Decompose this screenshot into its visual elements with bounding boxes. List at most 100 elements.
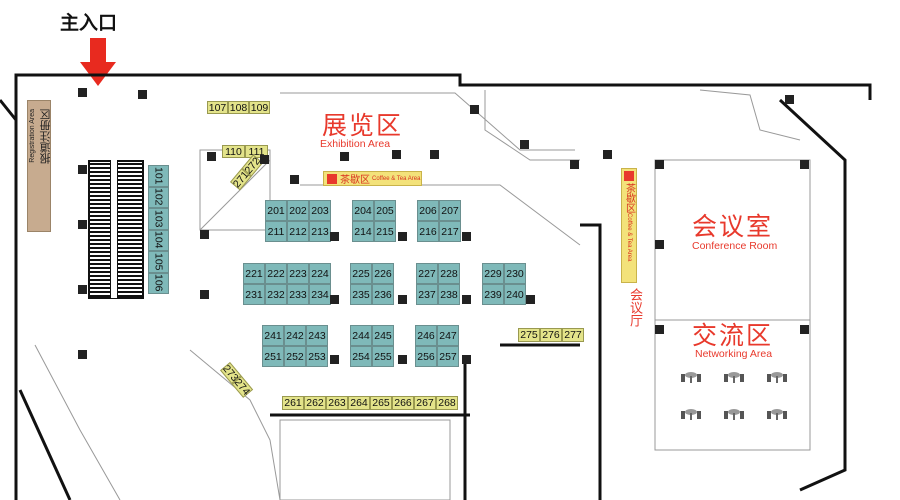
booth-201[interactable]: 201 bbox=[265, 200, 287, 221]
booth-221[interactable]: 221 bbox=[243, 263, 265, 284]
booth-217[interactable]: 217 bbox=[439, 221, 461, 242]
booth-216[interactable]: 216 bbox=[417, 221, 439, 242]
booth-204[interactable]: 204 bbox=[352, 200, 374, 221]
booth-253[interactable]: 253 bbox=[306, 346, 328, 367]
exhibition-area-label-cn: 展览区 bbox=[322, 112, 404, 140]
pillar bbox=[330, 232, 339, 241]
booth-239[interactable]: 239 bbox=[482, 284, 504, 305]
booth-236[interactable]: 236 bbox=[372, 284, 394, 305]
booth-234[interactable]: 234 bbox=[309, 284, 331, 305]
registration-label-en: Registration Area bbox=[29, 109, 36, 163]
booth-238[interactable]: 238 bbox=[438, 284, 460, 305]
pillar bbox=[785, 95, 794, 104]
booth-263[interactable]: 263 bbox=[326, 396, 348, 410]
networking-area-label-en: Networking Area bbox=[695, 348, 773, 360]
conference-room-label-cn: 会议室 bbox=[692, 213, 774, 241]
table-chairs-icon bbox=[681, 372, 701, 383]
booth-104[interactable]: 104 bbox=[148, 229, 169, 251]
booth-230[interactable]: 230 bbox=[504, 263, 526, 284]
booth-237[interactable]: 237 bbox=[416, 284, 438, 305]
booth-213[interactable]: 213 bbox=[309, 221, 331, 242]
pillar bbox=[330, 355, 339, 364]
booth-266[interactable]: 266 bbox=[392, 396, 414, 410]
coffee-area-vertical: 茶歇区 Coffee & Tea Area bbox=[621, 168, 637, 283]
booth-205[interactable]: 205 bbox=[374, 200, 396, 221]
booth-106[interactable]: 106 bbox=[148, 272, 169, 294]
booth-233[interactable]: 233 bbox=[287, 284, 309, 305]
booth-244[interactable]: 244 bbox=[350, 325, 372, 346]
booth-110[interactable]: 110 bbox=[222, 145, 245, 158]
booth-241[interactable]: 241 bbox=[262, 325, 284, 346]
pillar bbox=[398, 295, 407, 304]
booth-214[interactable]: 214 bbox=[352, 221, 374, 242]
booth-215[interactable]: 215 bbox=[374, 221, 396, 242]
booth-102[interactable]: 102 bbox=[148, 186, 169, 208]
table-chairs-icon bbox=[767, 409, 787, 420]
booth-207[interactable]: 207 bbox=[439, 200, 461, 221]
booth-240[interactable]: 240 bbox=[504, 284, 526, 305]
coffee-label-en: Coffee & Tea Area bbox=[626, 213, 632, 262]
booth-252[interactable]: 252 bbox=[284, 346, 306, 367]
pillar bbox=[78, 165, 87, 174]
exhibition-area-label-en: Exhibition Area bbox=[320, 138, 391, 150]
booth-223[interactable]: 223 bbox=[287, 263, 309, 284]
booth-211[interactable]: 211 bbox=[265, 221, 287, 242]
booth-206[interactable]: 206 bbox=[417, 200, 439, 221]
booth-105[interactable]: 105 bbox=[148, 251, 169, 273]
booth-275[interactable]: 275 bbox=[518, 328, 540, 342]
booth-202[interactable]: 202 bbox=[287, 200, 309, 221]
coffee-area-horizontal: 茶歇区 Coffee & Tea Area bbox=[323, 171, 422, 186]
booth-227[interactable]: 227 bbox=[416, 263, 438, 284]
booth-225[interactable]: 225 bbox=[350, 263, 372, 284]
pillar bbox=[330, 295, 339, 304]
booth-231[interactable]: 231 bbox=[243, 284, 265, 305]
booth-256[interactable]: 256 bbox=[415, 346, 437, 367]
booth-247[interactable]: 247 bbox=[437, 325, 459, 346]
booth-228[interactable]: 228 bbox=[438, 263, 460, 284]
booth-267[interactable]: 267 bbox=[414, 396, 436, 410]
booth-261[interactable]: 261 bbox=[282, 396, 304, 410]
booth-226[interactable]: 226 bbox=[372, 263, 394, 284]
pillar bbox=[207, 152, 216, 161]
booth-265[interactable]: 265 bbox=[370, 396, 392, 410]
booth-251[interactable]: 251 bbox=[262, 346, 284, 367]
booth-203[interactable]: 203 bbox=[309, 200, 331, 221]
pillar bbox=[655, 160, 664, 169]
booth-243[interactable]: 243 bbox=[306, 325, 328, 346]
pillar bbox=[470, 105, 479, 114]
booth-229[interactable]: 229 bbox=[482, 263, 504, 284]
pillar bbox=[340, 152, 349, 161]
booth-257[interactable]: 257 bbox=[437, 346, 459, 367]
pillar bbox=[462, 232, 471, 241]
booth-108[interactable]: 108 bbox=[228, 101, 249, 114]
pillar bbox=[430, 150, 439, 159]
booth-222[interactable]: 222 bbox=[265, 263, 287, 284]
booth-235[interactable]: 235 bbox=[350, 284, 372, 305]
booth-255[interactable]: 255 bbox=[372, 346, 394, 367]
booth-107[interactable]: 107 bbox=[207, 101, 228, 114]
table-chairs-icon bbox=[767, 372, 787, 383]
booth-245[interactable]: 245 bbox=[372, 325, 394, 346]
booth-242[interactable]: 242 bbox=[284, 325, 306, 346]
table-chairs-icon bbox=[681, 409, 701, 420]
booth-264[interactable]: 264 bbox=[348, 396, 370, 410]
coffee-label-cn: 茶歇区 bbox=[623, 183, 635, 213]
booth-262[interactable]: 262 bbox=[304, 396, 326, 410]
booth-254[interactable]: 254 bbox=[350, 346, 372, 367]
booth-246[interactable]: 246 bbox=[415, 325, 437, 346]
booth-109[interactable]: 109 bbox=[249, 101, 270, 114]
booth-224[interactable]: 224 bbox=[309, 263, 331, 284]
booth-268[interactable]: 268 bbox=[436, 396, 458, 410]
coffee-label-en: Coffee & Tea Area bbox=[372, 175, 421, 182]
pillar bbox=[603, 150, 612, 159]
booth-277[interactable]: 277 bbox=[562, 328, 584, 342]
pillar bbox=[570, 160, 579, 169]
pillar bbox=[520, 140, 529, 149]
booth-276[interactable]: 276 bbox=[540, 328, 562, 342]
main-entrance-label: 主入口 bbox=[60, 13, 118, 34]
booth-101[interactable]: 101 bbox=[148, 165, 169, 187]
registration-label-cn: 报道注册区 bbox=[40, 109, 52, 164]
booth-212[interactable]: 212 bbox=[287, 221, 309, 242]
booth-103[interactable]: 103 bbox=[148, 208, 169, 230]
booth-232[interactable]: 232 bbox=[265, 284, 287, 305]
